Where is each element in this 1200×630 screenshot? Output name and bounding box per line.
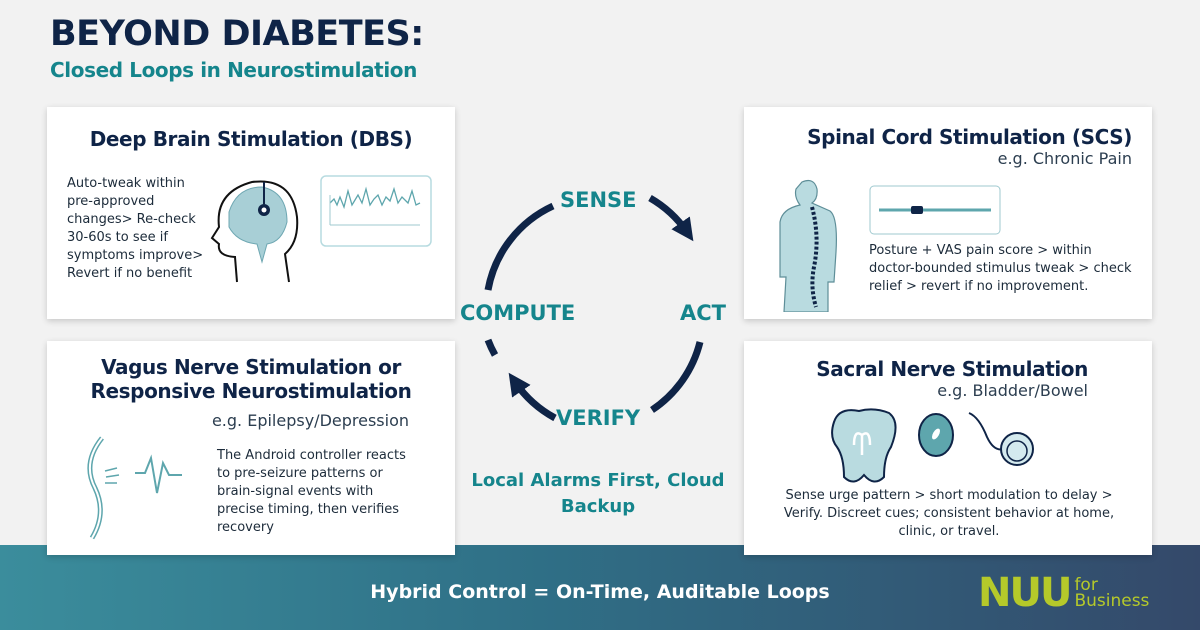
nerve-signal-icon	[87, 436, 182, 540]
card-body: Sense urge pattern > short modulation to…	[783, 488, 1115, 539]
loop-label-sense: SENSE	[560, 188, 637, 212]
stimulus-slider-icon	[869, 185, 1001, 235]
card-sacral: Sacral Nerve Stimulation e.g. Bladder/Bo…	[744, 341, 1152, 555]
card-example: e.g. Bladder/Bowel	[937, 381, 1088, 400]
card-vns: Vagus Nerve Stimulation or Responsive Ne…	[47, 341, 455, 555]
card-dbs: Deep Brain Stimulation (DBS) Auto-tweak …	[47, 107, 455, 319]
card-title: Sacral Nerve Stimulation	[816, 357, 1088, 381]
logo-business: Business	[1074, 591, 1150, 611]
pelvis-device-icon	[831, 408, 1034, 483]
page-title: BEYOND DIABETES:	[50, 14, 424, 54]
card-body: The Android controller reacts to pre-sei…	[217, 448, 406, 535]
card-title: Deep Brain Stimulation (DBS)	[89, 127, 413, 151]
arc-sense-to-act-arrow	[648, 194, 694, 242]
card-title: Vagus Nerve Stimulation or Responsive Ne…	[90, 355, 412, 403]
logo-brand: NUU	[978, 570, 1072, 616]
card-example: e.g. Chronic Pain	[997, 149, 1132, 168]
arc-verify-to-compute-arrow	[508, 372, 557, 422]
loop-note: Local Alarms First, Cloud Backup	[471, 470, 725, 517]
arc-compute-lower	[484, 338, 499, 357]
card-example: e.g. Epilepsy/Depression	[211, 411, 409, 430]
card-body: Posture + VAS pain score > within doctor…	[869, 243, 1132, 294]
card-body: Auto-tweak within pre-approved changes> …	[67, 176, 204, 281]
arc-act-to-verify	[650, 341, 704, 413]
closed-loop-cycle	[484, 194, 704, 422]
logo-for: for	[1074, 575, 1098, 595]
arc-compute-to-sense	[484, 202, 555, 291]
loop-label-verify: VERIFY	[556, 406, 641, 430]
head-brain-icon	[210, 180, 299, 283]
eeg-waveform-icon	[320, 175, 432, 247]
page-subtitle: Closed Loops in Neurostimulation	[50, 58, 417, 82]
footer-tagline: Hybrid Control = On-Time, Auditable Loop…	[370, 581, 830, 603]
card-scs: Spinal Cord Stimulation (SCS) e.g. Chron…	[744, 107, 1152, 319]
card-title: Spinal Cord Stimulation (SCS)	[807, 125, 1132, 149]
loop-label-act: ACT	[680, 301, 726, 325]
footer-band	[0, 545, 1200, 630]
loop-label-compute: COMPUTE	[460, 301, 576, 325]
spine-body-icon	[779, 179, 837, 312]
